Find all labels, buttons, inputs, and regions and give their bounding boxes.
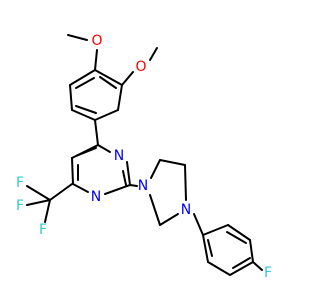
bond-24 (150, 159, 161, 179)
bond-8 (69, 84, 73, 111)
bond-40 (49, 183, 73, 201)
bond-12 (75, 77, 95, 89)
bond-42 (26, 199, 51, 206)
atom-o-top: O (91, 33, 102, 49)
atom-f-cf3-a: F (16, 175, 24, 191)
bond-23 (129, 184, 138, 187)
bond-15 (126, 161, 131, 186)
atom-f-cf3-c: F (39, 222, 47, 238)
bond-27 (159, 213, 179, 226)
bond-methyl-mid (149, 47, 158, 61)
bond-5 (117, 84, 123, 111)
bond-c-f-aryl (252, 261, 263, 271)
atom-f-cf3-b: F (16, 198, 24, 214)
bond-35 (202, 234, 209, 263)
bond-33 (229, 261, 254, 276)
bonds-layer (26, 34, 263, 276)
bond-22 (75, 147, 97, 157)
bond-28 (149, 194, 161, 226)
molecule-diagram: O O N N N N F F F F (16, 33, 272, 281)
bond-31 (227, 224, 251, 241)
bond-o-mid-ring (121, 71, 134, 86)
bond-30 (202, 224, 229, 236)
structure-svg: O O N N N N F F F F (16, 33, 272, 281)
bond-34 (207, 261, 231, 276)
bond-38 (207, 239, 213, 257)
bond-9 (69, 69, 96, 86)
atom-o-mid: O (135, 59, 146, 75)
bond-41 (26, 185, 51, 201)
bond-11 (75, 105, 97, 114)
bond-7 (71, 109, 96, 121)
bond-18 (71, 157, 74, 185)
bond-32 (249, 239, 254, 263)
bond-43 (44, 199, 51, 223)
bond-o-top-ring (94, 49, 98, 71)
atom-n-pyrimidine-upper: N (114, 148, 124, 164)
atom-labels-layer: O O N N N N F F F F (16, 33, 272, 281)
bond-13 (94, 119, 99, 146)
atom-n-piperazine-upper: N (138, 178, 148, 194)
bond-37 (232, 257, 251, 269)
bond-17 (72, 183, 89, 193)
bond-29 (193, 213, 204, 236)
bond-36 (226, 231, 247, 244)
bond-10 (99, 76, 117, 89)
atom-f-aryl: F (264, 265, 272, 281)
bond-methyl-top (67, 34, 88, 41)
atom-n-pyrimidine-lower: N (91, 189, 101, 205)
bond-14 (97, 144, 111, 153)
atom-n-piperazine-lower: N (181, 202, 191, 218)
bond-25 (159, 159, 186, 166)
bond-26 (184, 164, 187, 201)
bond-16 (104, 184, 131, 195)
bond-4 (94, 69, 123, 86)
bond-6 (94, 109, 119, 121)
bond-20 (122, 170, 127, 186)
